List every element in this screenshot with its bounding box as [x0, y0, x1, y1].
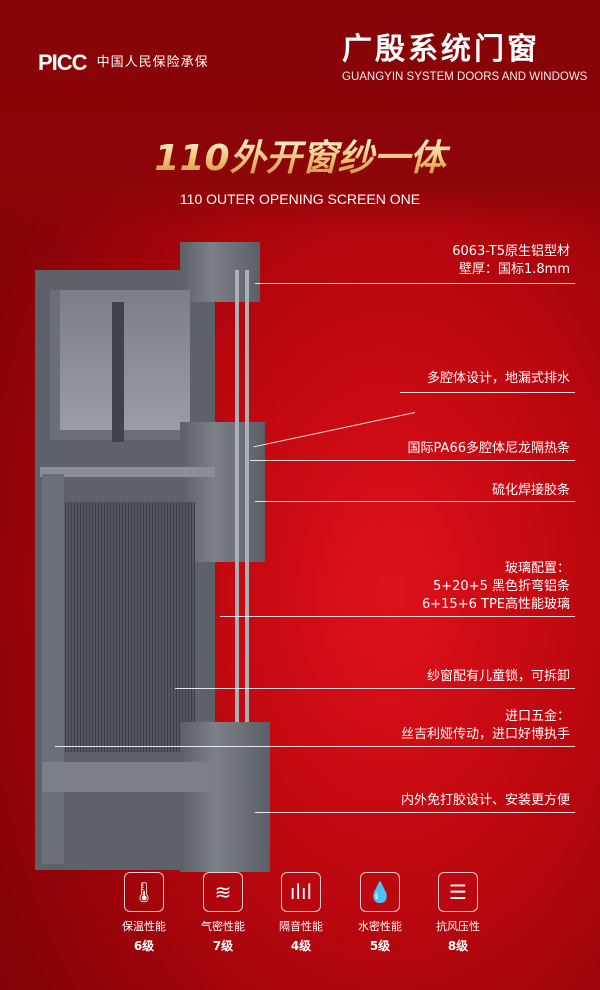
callout-text: 5+20+5 黑色折弯铝条: [432, 579, 570, 594]
callout-drainage: 多腔体设计，地漏式排水: [427, 370, 570, 388]
callout-line: [253, 412, 416, 448]
feature-name: 气密性能: [201, 920, 245, 933]
callout-text: 国际PA66多腔体尼龙隔热条: [407, 441, 570, 456]
brand-name-en: GUANGYIN SYSTEM DOORS AND WINDOWS: [342, 71, 588, 83]
callout-thermal-strip: 国际PA66多腔体尼龙隔热条: [408, 440, 570, 458]
feature-grade: 7级: [212, 939, 234, 953]
callout-line: [220, 616, 575, 617]
picc-logo: PICC: [38, 50, 88, 75]
feature-name: 隔音性能: [279, 920, 323, 933]
brand-name: 广殷系统门窗: [342, 32, 540, 67]
wind-pressure-icon: ☰: [438, 872, 478, 912]
callout-text: 6+15+6 TPE高性能玻璃: [422, 597, 570, 612]
callout-text: 丝吉利娅传动，进口好博执手: [400, 727, 570, 742]
header-band: [0, 0, 600, 230]
picc-caption: 中国人民保险承保: [96, 55, 209, 70]
wind-icon: ≋: [203, 872, 243, 912]
callout-line: [400, 392, 575, 393]
callout-text: 6063-T5原生铝型材: [452, 244, 570, 259]
callout-gasket: 硫化焊接胶条: [492, 482, 570, 500]
callout-line: [175, 688, 575, 689]
feature-grade: 4级: [290, 939, 312, 953]
callout-line: [255, 283, 575, 284]
callout-glass: 玻璃配置： 5+20+5 黑色折弯铝条 6+15+6 TPE高性能玻璃: [422, 560, 570, 614]
callout-text: 内外免打胶设计、安装更方便: [400, 793, 570, 808]
callout-line: [55, 746, 575, 747]
callout-line: [250, 460, 575, 461]
callout-profile: 6063-T5原生铝型材壁厚：国标1.8mm: [452, 243, 570, 279]
feature-grade: 8级: [447, 939, 469, 953]
callout-text: 玻璃配置：: [504, 561, 570, 576]
callout-text: 多腔体设计，地漏式排水: [426, 371, 570, 386]
window-illustration: [30, 242, 275, 882]
feature-sound: ılıl 隔音性能 4级: [271, 872, 331, 954]
thermometer-icon: 🌡: [124, 872, 164, 912]
feature-name: 保温性能: [122, 920, 166, 933]
callout-text: 硫化焊接胶条: [491, 483, 570, 498]
callout-text: 进口五金：: [504, 709, 570, 724]
feature-grade: 6级: [133, 939, 155, 953]
feature-grade: 5级: [369, 939, 391, 953]
callout-hardware: 进口五金： 丝吉利娅传动，进口好博执手: [401, 708, 570, 744]
feature-insulation: 🌡 保温性能 6级: [114, 872, 174, 954]
page-subtitle: 110 OUTER OPENING SCREEN ONE: [179, 191, 421, 207]
sound-wave-icon: ılıl: [281, 872, 321, 912]
feature-airtightness: ≋ 气密性能 7级: [193, 872, 253, 954]
callout-screen: 纱窗配有儿童锁，可拆卸: [427, 668, 570, 686]
callout-text: 壁厚：国标1.8mm: [458, 262, 570, 277]
page-title: 110外开窗纱一体: [0, 138, 600, 180]
feature-name: 水密性能: [358, 920, 402, 933]
brand-group: 广殷系统门窗 GUANGYIN SYSTEM DOORS AND WINDOWS: [342, 34, 587, 84]
feature-wind-pressure: ☰ 抗风压性 8级: [428, 872, 488, 954]
feature-name: 抗风压性: [436, 920, 480, 933]
feature-watertight: 💧 水密性能 5级: [350, 872, 410, 954]
callout-text: 纱窗配有儿童锁，可拆卸: [426, 669, 570, 684]
picc-logo-group: PICC 中国人民保险承保: [38, 50, 209, 76]
callout-line: [255, 501, 575, 502]
water-drop-icon: 💧: [360, 872, 400, 912]
callout-installation: 内外免打胶设计、安装更方便: [401, 792, 570, 810]
callout-line: [255, 812, 575, 813]
